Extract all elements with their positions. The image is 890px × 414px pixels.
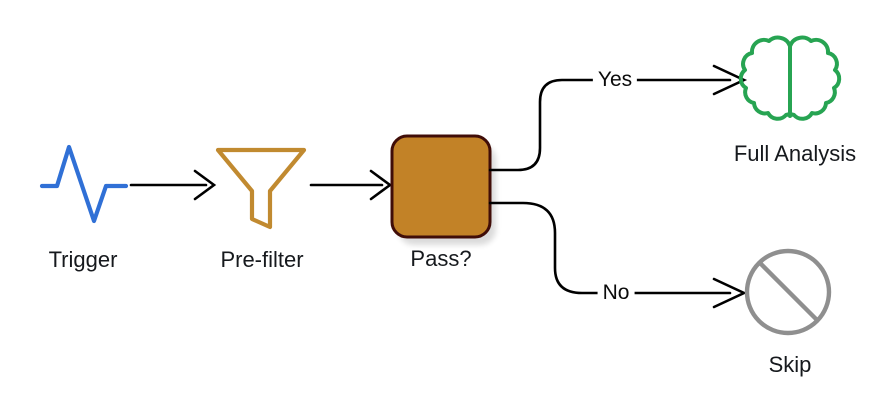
prefilter-node-label: Pre-filter [220,247,304,272]
arrowhead-icon [369,169,393,201]
full-analysis-node-label: Full Analysis [733,141,857,166]
arrowhead-icon [193,169,217,201]
yes-edge-label: Yes [592,68,638,92]
brain-icon [738,35,842,121]
pass-node-label: Pass? [410,246,472,271]
arrowhead-icon [712,277,748,309]
arrow-trigger-to-prefilter [129,169,217,201]
trigger-node-label: Trigger [48,247,118,272]
pass-decision-box [390,134,492,239]
arrow-prefilter-to-pass [309,169,393,201]
no-connector [488,201,748,309]
no-edge-label: No [597,281,635,305]
arrowhead-icon [712,64,748,96]
no-entry-icon [744,248,832,336]
pulse-waveform-icon [39,144,129,224]
funnel-icon [215,147,307,230]
yes-connector [488,64,748,172]
skip-node-label: Skip [768,352,812,377]
